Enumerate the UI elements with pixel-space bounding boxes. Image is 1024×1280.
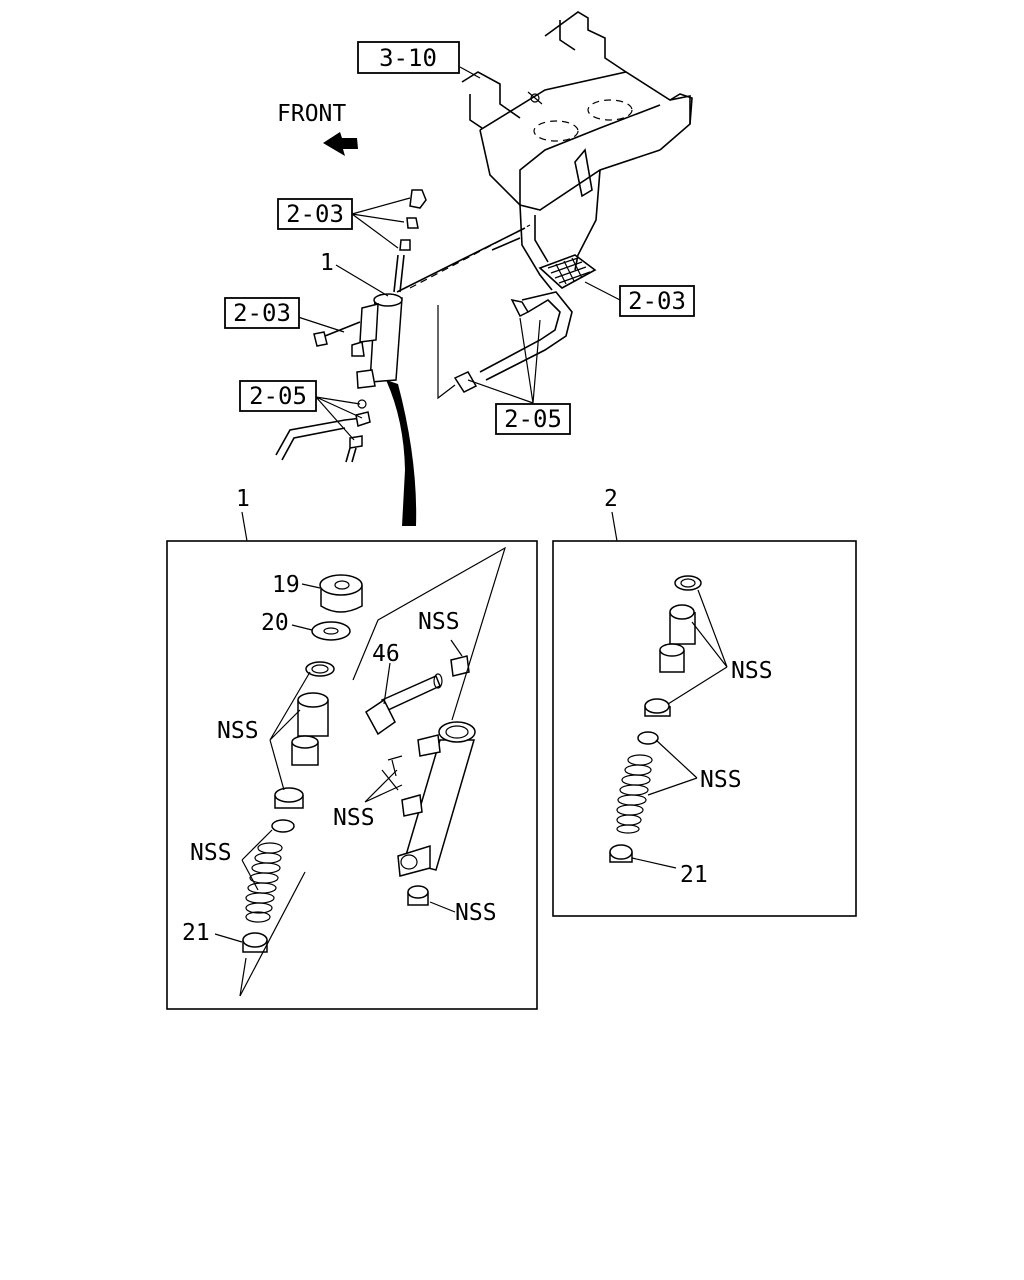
label-piston-nss: NSS	[731, 658, 773, 684]
detail-panel-2: 2 NSS NSS 21	[552, 486, 857, 917]
svg-text:2-03: 2-03	[628, 287, 686, 315]
svg-text:3-10: 3-10	[379, 44, 437, 72]
ref-box-bolt: 2-03	[224, 297, 300, 329]
label-bush-19: 19	[272, 572, 300, 598]
ref-box-nuts: 2-03	[277, 198, 353, 230]
front-arrow-icon	[323, 132, 358, 156]
label-piston-nss: NSS	[217, 718, 259, 744]
ref-box-bracket: 3-10	[357, 41, 460, 74]
ref-box-clip-right: 2-05	[495, 403, 571, 435]
svg-text:2-03: 2-03	[286, 200, 344, 228]
panel-1-title: 1	[236, 486, 250, 512]
label-spring-nss: NSS	[190, 840, 232, 866]
panel-2-title: 2	[604, 486, 618, 512]
pedal-bracket-drawing	[275, 11, 693, 526]
label-pin-nss: NSS	[418, 609, 460, 635]
ref-box-pedal: 2-03	[619, 285, 695, 317]
label-plug-nss: NSS	[455, 900, 497, 926]
label-rod-46: 46	[372, 641, 400, 667]
svg-text:2-03: 2-03	[233, 299, 291, 327]
label-cap-21: 21	[182, 920, 210, 946]
label-washer-20: 20	[261, 610, 289, 636]
callout-1-main: 1	[320, 250, 334, 276]
label-spring-nss: NSS	[700, 767, 742, 793]
label-cap-21: 21	[680, 862, 708, 888]
callout-leaders-top	[241, 66, 621, 542]
svg-text:2-05: 2-05	[504, 405, 562, 433]
ref-box-clip-left: 2-05	[239, 380, 317, 412]
detail-panel-1: 1	[166, 486, 538, 1010]
svg-text:2-05: 2-05	[249, 382, 307, 410]
label-bolts-nss: NSS	[333, 805, 375, 831]
front-label: FRONT	[277, 101, 346, 127]
